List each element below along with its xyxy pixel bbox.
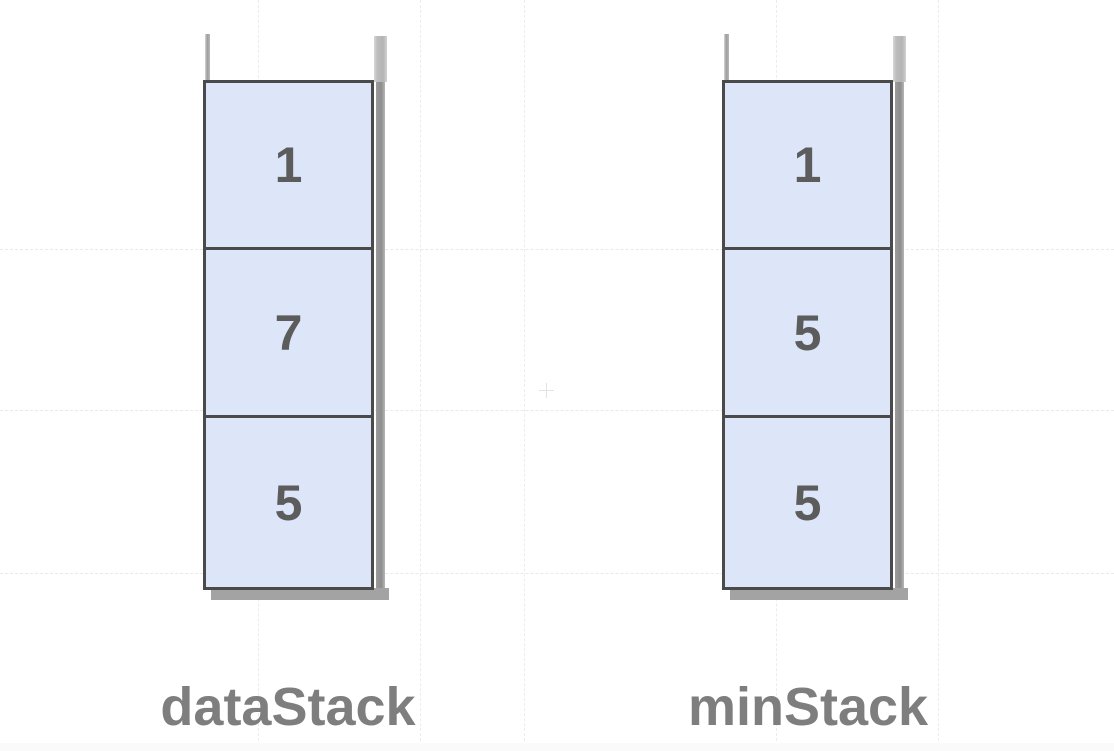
cell-value: 1 [793,137,822,193]
stack-label-minstack: minStack [687,677,929,737]
cell-column-datastack: 1 7 5 [203,80,374,590]
cell-value: 5 [274,474,303,531]
cell-value: 5 [793,304,822,361]
stack-cell[interactable]: 5 [722,415,893,590]
rail-right-datastack [374,36,387,82]
rail-right-lower-datastack [376,82,385,592]
cell-value: 5 [793,474,822,531]
stack-label-datastack: dataStack [160,677,416,737]
cell-column-minstack: 1 5 5 [722,80,893,590]
stack-cell[interactable]: 7 [203,247,374,415]
rail-left-minstack [724,34,729,80]
stack-cell[interactable]: 5 [722,247,893,415]
cell-value: 7 [274,304,303,361]
shadow-bottom-minstack [730,588,908,600]
rail-right-lower-minstack [895,82,904,592]
stack-cell[interactable]: 5 [203,415,374,590]
rail-left-datastack [205,34,210,80]
cell-value: 1 [274,137,303,193]
stack-cell[interactable]: 1 [722,80,893,247]
stack-cell[interactable]: 1 [203,80,374,247]
shadow-bottom-datastack [211,588,389,600]
rail-right-minstack [893,36,906,82]
